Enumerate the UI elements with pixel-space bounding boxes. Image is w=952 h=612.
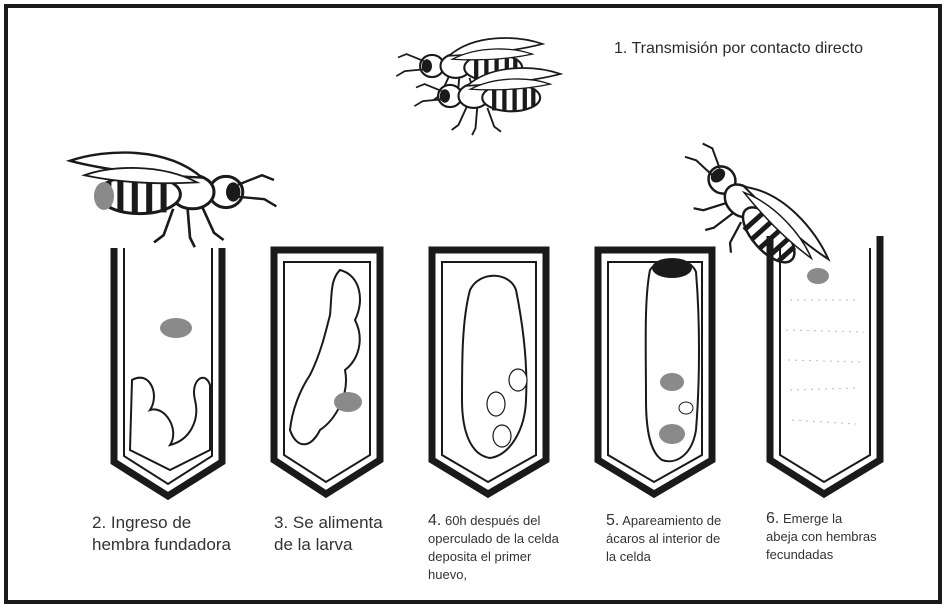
larva-icon [130,378,210,470]
step-number: 2. [92,513,106,532]
step-number: 3. [274,513,288,532]
step-text-line: de la larva [274,535,352,554]
step-5-label: 5. Apareamiento de ácaros al interior de… [606,512,756,566]
mite-icon [94,182,114,210]
step-text-line: Apareamiento de [622,513,721,528]
step-number: 5. [606,512,619,529]
step-text-line: Emerge la [783,511,842,526]
diagram-title: 1. Transmisión por contacto directo [614,40,863,58]
step-text-line: la celda [606,549,651,564]
step-6-label: 6. Emerge la abeja con hembras fecundada… [766,510,906,564]
bee-icon [70,153,276,248]
step-text-line: ácaros al interior de [606,531,720,546]
brood-cell-icon [432,250,546,494]
step-number: 4. [428,512,441,529]
mite-icon [659,424,685,444]
mite-icon [679,402,693,414]
mite-icon [807,268,829,284]
brood-cell-icon [114,248,222,496]
step-text-line: fecundadas [766,547,833,562]
step-text-line: Ingreso de [111,513,191,532]
mite-icon [493,425,511,447]
step-text-line: Se alimenta [293,513,383,532]
step-text-line: hembra fundadora [92,535,231,554]
mite-icon [334,392,362,412]
step-2-label: 2. Ingreso de hembra fundadora [92,512,252,556]
brood-cell-icon [274,250,380,494]
step-text-line: deposita el primer [428,549,531,564]
step-text-line: huevo, [428,567,467,582]
brood-cell-icon [598,250,712,494]
larva-icon [290,270,360,444]
step-4-label: 4. 60h después del operculado de la celd… [428,512,588,584]
step-text-line: abeja con hembras [766,529,877,544]
mite-icon [487,392,505,416]
mite-icon [509,369,527,391]
step-3-label: 3. Se alimenta de la larva [274,512,414,556]
step-text-line: operculado de la celda [428,531,559,546]
step-number: 6. [766,510,779,527]
step-text-line: 60h después del [445,513,540,528]
mite-icon [160,318,192,338]
bee-icon [414,68,560,135]
mite-icon [660,373,684,391]
